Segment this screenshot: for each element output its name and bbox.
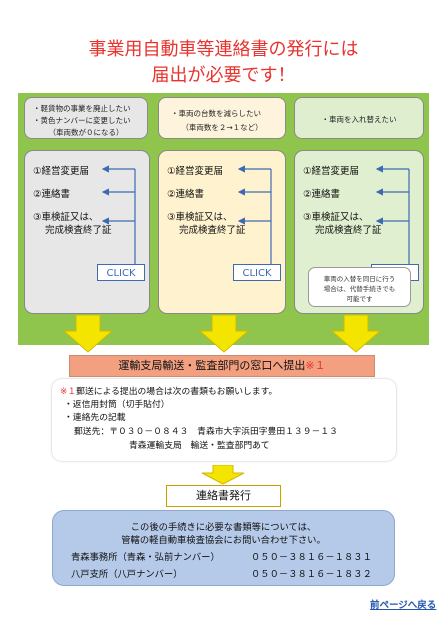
doc-item: 完成検査終了証 [315,225,382,236]
submit-mark: ※１ [305,359,326,372]
down-arrow-icon [62,315,114,353]
doc-item: 完成検査終了証 [45,225,112,236]
doc-item: ①経営変更届 [167,166,224,177]
down-arrow-icon [201,465,245,485]
contact-text: この後の手続きに必要な書類等については、 [130,522,317,533]
mail-address: 郵送先：〒０３０－０８４３ 青森市大字浜田字豊田１３９－１３ [74,427,338,437]
mail-item: ・返信用封筒（切手貼付） [64,400,170,410]
click-button-2[interactable]: CLICK [233,264,281,281]
doc-item: ②連絡書 [303,189,341,200]
doc-item: 完成検査終了証 [179,225,246,236]
doc-item: ①経営変更届 [33,166,90,177]
link-arrows-icon [101,165,136,266]
doc-item: ②連絡書 [33,189,71,200]
condition-text: （車両数を２→１など） [181,123,263,132]
condition-text: ・黄色ナンバーに変更したい [33,116,131,125]
office-name: 青森事務所（青森・弘前ナンバー） [71,552,220,563]
mail-intro: 郵送による提出の場合は次の書類もお願いします。 [76,387,278,397]
required-docs-column-1: ①経営変更届 ②連絡書 ③車検証又は、 完成検査終了証 CLICK [24,150,150,314]
back-link[interactable]: 前ページへ戻る [370,600,437,611]
submit-text: 運輸支局輸送・監査部門の窓口へ提出 [118,359,306,372]
office-name: 八戸支所（八戸ナンバー） [71,569,183,580]
mail-department: 青森運輸支局 輸送・監査部門あて [129,441,270,451]
condition-text: ・車両を入れ替えたい [321,115,397,124]
doc-item: ③車検証又は、 [167,212,233,223]
condition-box-replace: ・車両を入れ替えたい [294,97,424,139]
condition-text: （車両数が０になる） [48,128,124,137]
office-phone: ０５０－３８１６－１８３１ [251,552,372,563]
note-text: 可能です [346,295,373,303]
condition-text: ・軽貨物の事業を廃止したい [33,104,131,113]
doc-item: ③車検証又は、 [303,212,369,223]
mail-item: ・連絡先の記載 [64,413,126,423]
office-phone: ０５０－３８１６－１８３２ [251,569,372,580]
condition-box-abolish: ・軽貨物の事業を廃止したい ・黄色ナンバーに変更したい （車両数が０になる） [24,97,148,139]
click-button-1[interactable]: CLICK [97,264,145,281]
link-arrows-icon [375,165,410,266]
mail-details-box: ※１郵送による提出の場合は次の書類もお願いします。 ・返信用封筒（切手貼付） ・… [52,379,396,461]
required-docs-column-2: ①経営変更届 ②連絡書 ③車検証又は、 完成検査終了証 CLICK [158,150,286,314]
condition-text: ・車両の台数を減らしたい [171,109,261,118]
replacement-note: 車両の入替を同日に行う 場合は、代替手続きでも 可能です [308,267,411,307]
note-text: 場合は、代替手続きでも [323,285,396,293]
page-title-line2: 届出が必要です！ [151,65,296,86]
condition-box-reduce: ・車両の台数を減らしたい （車両数を２→１など） [158,97,286,139]
contact-text: 管轄の軽自動車検査協会にお問い合わせ下さい。 [121,535,326,546]
note-text: 車両の入替を同日に行う [323,275,396,283]
contact-box: この後の手続きに必要な書類等については、 管轄の軽自動車検査協会にお問い合わせ下… [52,510,395,586]
down-arrow-icon [330,315,382,353]
submit-bar: 運輸支局輸送・監査部門の窓口へ提出※１ [69,355,375,377]
link-arrows-icon [237,165,272,266]
page-title-line1: 事業用自動車等連絡書の発行には [88,39,359,60]
doc-item: ③車検証又は、 [33,212,99,223]
down-arrow-icon [198,315,250,353]
issue-box: 連絡書発行 [166,485,281,507]
doc-item: ②連絡書 [167,189,205,200]
mail-mark: ※１ [60,387,77,397]
doc-item: ①経営変更届 [303,166,360,177]
